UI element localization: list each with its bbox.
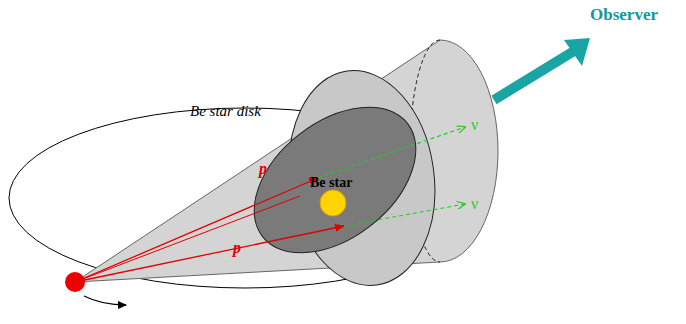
p-arrow xyxy=(75,226,344,282)
cone xyxy=(75,40,498,282)
orbit-direction xyxy=(84,296,126,305)
be-star xyxy=(320,190,346,216)
photon-path xyxy=(318,127,465,178)
momentum-label: p xyxy=(233,240,241,256)
star-label: Be star xyxy=(310,176,352,190)
photon-label: ν xyxy=(471,196,478,212)
momentum-label: p xyxy=(259,161,267,177)
p-arrow xyxy=(75,178,318,282)
photon-path xyxy=(344,204,465,226)
observer-arrow-shaft xyxy=(494,51,574,100)
observer-label: Observer xyxy=(590,6,658,23)
photon-label: ν xyxy=(471,117,478,133)
observer-arrow-head xyxy=(564,38,590,66)
pulsar xyxy=(65,272,85,292)
p-line xyxy=(75,196,300,282)
disk-label: Be star disk xyxy=(190,104,261,119)
